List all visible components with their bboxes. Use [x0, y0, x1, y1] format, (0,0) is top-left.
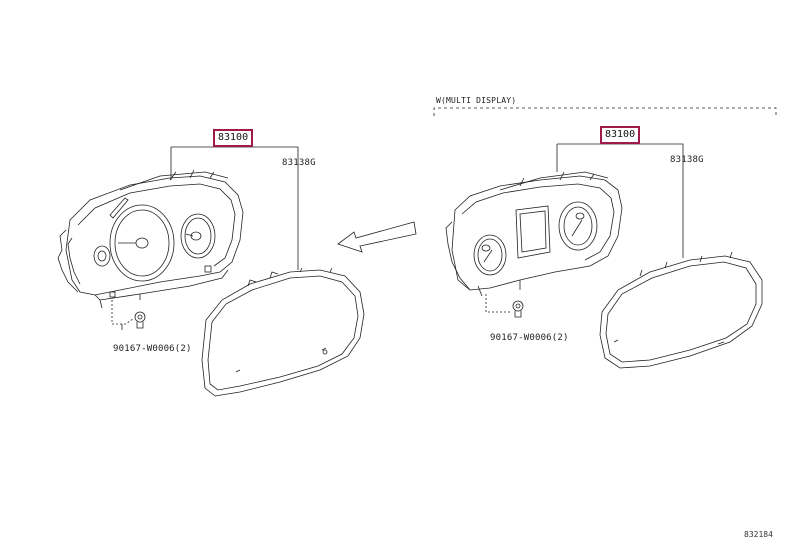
right-combination-meter — [445, 171, 623, 297]
left-combination-meter — [57, 169, 244, 309]
left-screw — [134, 311, 146, 329]
direction-arrow — [337, 221, 417, 253]
right-part-83100-callout[interactable]: 83100 — [600, 126, 641, 144]
variant-bracket — [433, 107, 777, 116]
right-screw-leader — [485, 294, 510, 313]
left-part-83138g-label[interactable]: 83138G — [282, 158, 316, 168]
right-screw — [512, 300, 524, 318]
left-part-83100-callout[interactable]: 83100 — [213, 129, 254, 147]
left-83100-leader — [170, 144, 299, 270]
right-part-83138g-label[interactable]: 83138G — [670, 155, 704, 165]
right-meter-glass — [599, 251, 763, 369]
left-meter-glass — [201, 267, 365, 397]
left-screw-leader — [111, 300, 135, 325]
figure-reference-number: 832184 — [744, 530, 773, 539]
multi-display-variant-label: W(MULTI DISPLAY) — [436, 96, 517, 105]
left-screw-part-label[interactable]: 90167-W0006(2) — [113, 344, 192, 354]
right-screw-part-label[interactable]: 90167-W0006(2) — [490, 333, 569, 343]
